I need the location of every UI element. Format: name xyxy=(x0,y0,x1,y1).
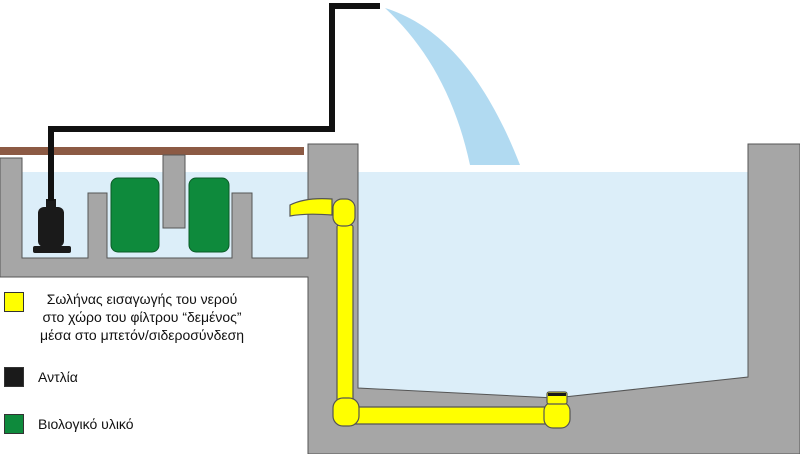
legend-pipe-line-2: στο χώρο του φίλτρου “δεμένος” xyxy=(42,309,242,325)
filter-weir xyxy=(162,154,186,229)
legend-text-pipe: Σωλήνας εισαγωγής του νερού στο χώρο του… xyxy=(40,290,244,344)
pond-water xyxy=(358,172,748,398)
legend-pipe-line-3: μέσα στο μπετόν/σιδεροσύνδεση xyxy=(40,327,245,343)
legend-item-pipe: Σωλήνας εισαγωγής του νερού στο χώρο του… xyxy=(4,290,244,344)
bio-media-block-right xyxy=(188,177,230,253)
legend-item-bio: Βιολογικό υλικό xyxy=(4,414,134,434)
inlet-pipe-cap xyxy=(548,393,566,396)
filter-deck xyxy=(0,147,304,155)
legend-pipe-line-1: Σωλήνας εισαγωγής του νερού xyxy=(46,291,238,307)
legend-text-pump: Αντλία xyxy=(38,369,78,385)
water-jet xyxy=(385,8,520,165)
green-square-swatch-icon xyxy=(4,414,24,434)
inlet-pipe xyxy=(289,198,571,429)
black-square-swatch-icon xyxy=(4,367,24,387)
pump-icon xyxy=(33,199,71,253)
legend-item-pump: Αντλία xyxy=(4,367,78,387)
yellow-square-swatch-icon xyxy=(4,292,24,312)
pump-discharge-pipe xyxy=(48,3,380,201)
bio-media-block-left xyxy=(110,177,160,253)
legend-text-bio: Βιολογικό υλικό xyxy=(38,416,134,432)
